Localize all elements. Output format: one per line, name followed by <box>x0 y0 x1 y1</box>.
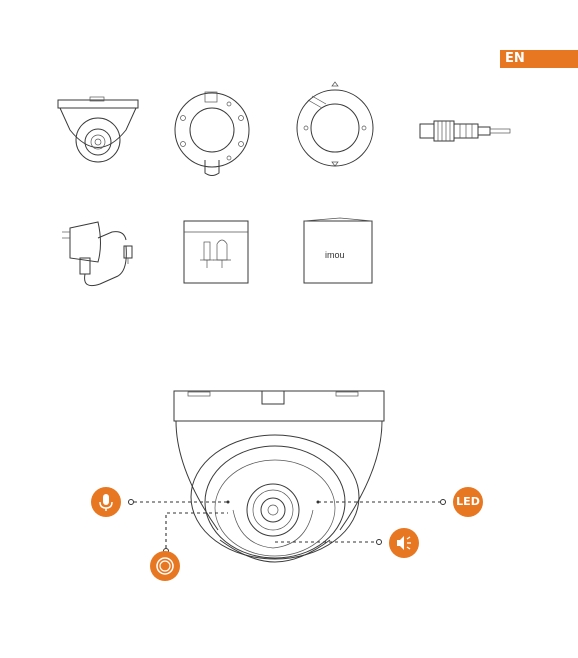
speaker-icon <box>389 528 419 558</box>
reset-button-icon <box>150 551 180 581</box>
package-item-mounting-base-back <box>175 92 249 176</box>
package-item-mounting-base-front <box>297 82 373 166</box>
led-icon: LED <box>453 487 483 517</box>
package-item-cable-connector <box>420 121 510 141</box>
package-item-camera <box>58 97 138 162</box>
package-item-screw-pack <box>184 221 248 283</box>
camera-diagram <box>174 391 384 562</box>
package-item-user-manual: imou <box>304 218 372 283</box>
microphone-icon <box>91 487 121 517</box>
manual-logo: imou <box>325 250 345 260</box>
package-item-power-adapter <box>62 222 132 286</box>
